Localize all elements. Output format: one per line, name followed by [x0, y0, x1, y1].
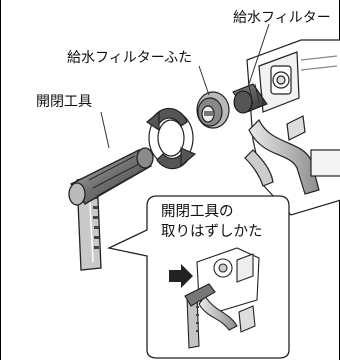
filter-leader-line: [248, 23, 270, 85]
filter-label: 給水フィルター: [233, 10, 331, 26]
opening-tool: [68, 111, 154, 271]
water-filter: [232, 83, 268, 114]
water-pipes: [244, 115, 340, 195]
filter-cap: [196, 91, 230, 129]
filter-cap-label: 給水フィルターふた: [67, 50, 193, 66]
inset-illustration: [169, 247, 260, 349]
tool-leader-line: [100, 111, 110, 149]
inset-title-line1: 開閉工具の: [161, 204, 234, 220]
cap-leader-line: [198, 65, 210, 96]
push-arrow-icon: [169, 264, 193, 288]
rotation-arrow-icon: [145, 107, 197, 170]
inset-title-line2: 取りはずしかた: [161, 224, 263, 240]
tool-label: 開閉工具: [36, 94, 92, 110]
